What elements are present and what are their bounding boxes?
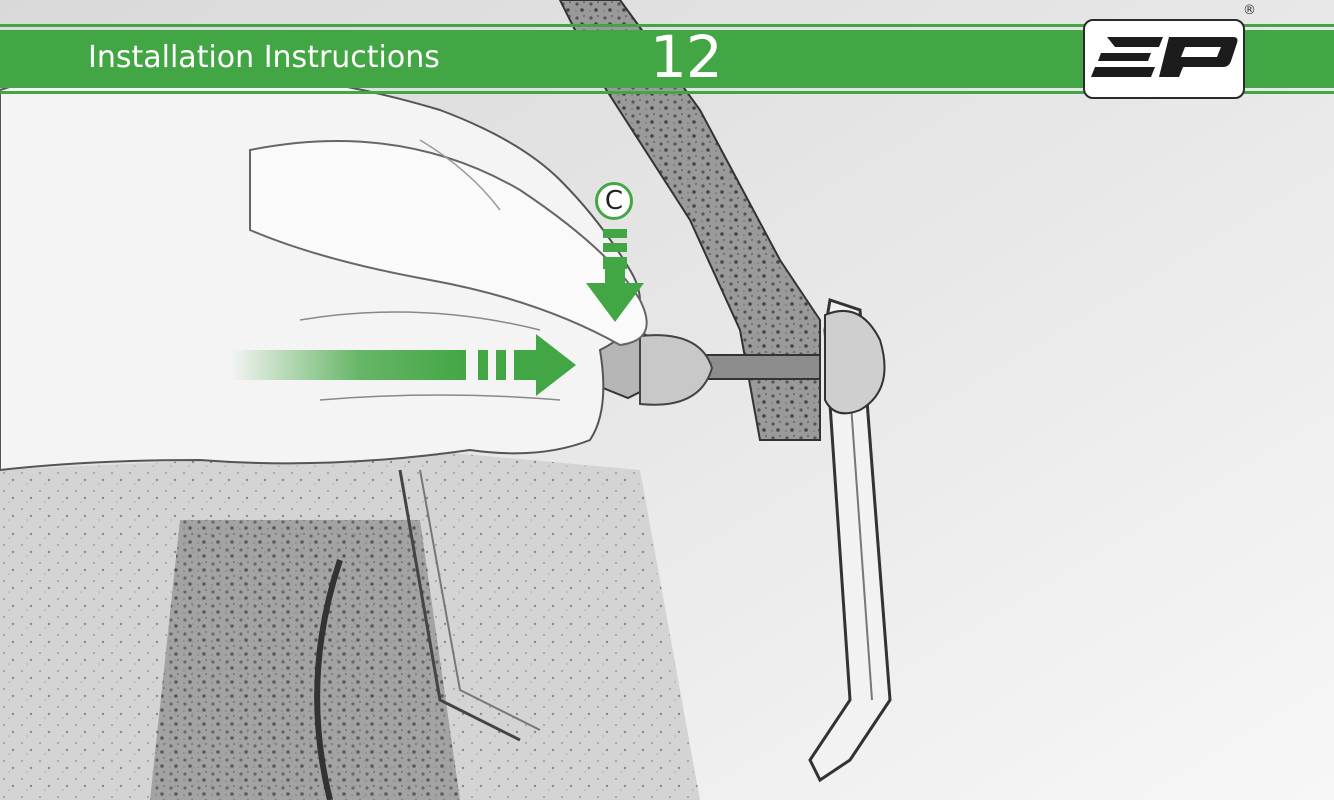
brand-logo (1083, 19, 1245, 99)
step-number: 12 (650, 24, 722, 90)
registered-mark: ® (1243, 4, 1256, 18)
ep-logo-icon (1085, 21, 1243, 97)
bolt-thread (700, 355, 820, 379)
page-title: Installation Instructions (88, 38, 440, 78)
callout-label-c: C (595, 182, 633, 220)
dark-under-area (150, 520, 460, 800)
